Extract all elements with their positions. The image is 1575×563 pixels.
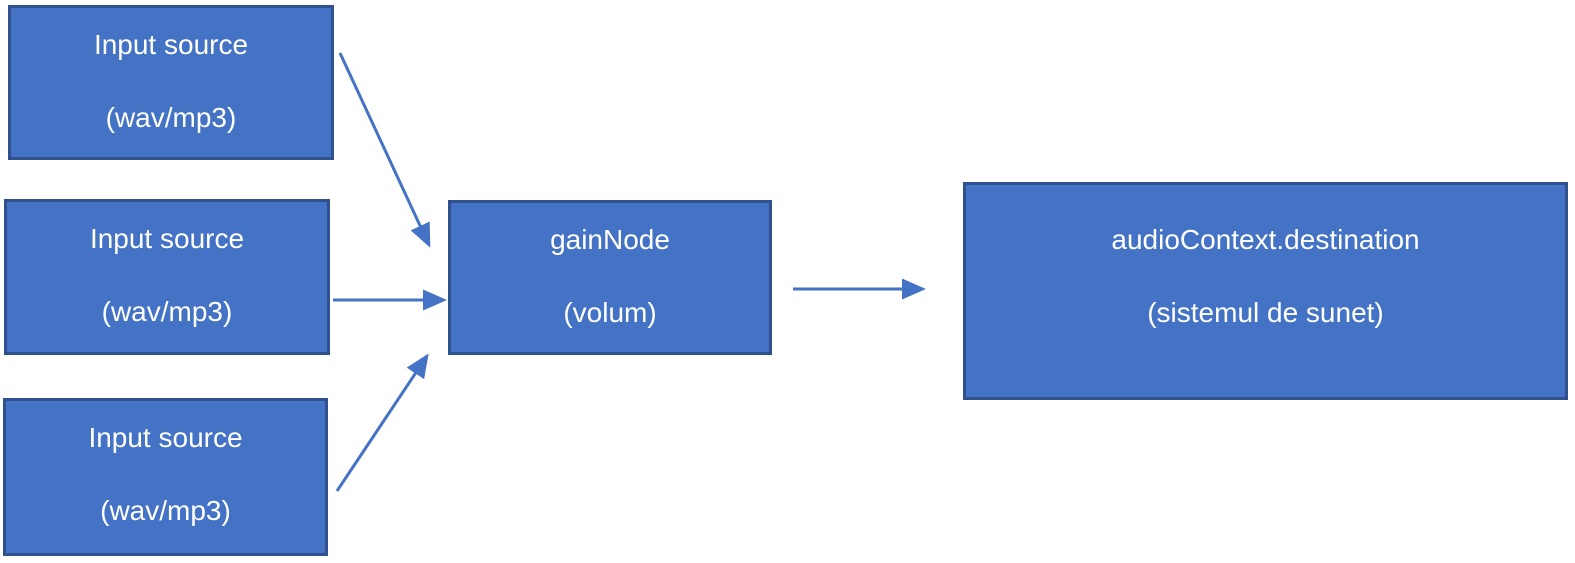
node-input-source-1[interactable]: Input source (wav/mp3) xyxy=(8,5,334,160)
node-label: Input source xyxy=(89,223,245,254)
node-label: Input source xyxy=(93,29,249,60)
node-sublabel: (sistemul de sunet) xyxy=(1147,297,1384,328)
arrow-input1-to-gain xyxy=(338,52,431,248)
node-sublabel: (volum) xyxy=(563,297,657,328)
node-input-source-3[interactable]: Input source (wav/mp3) xyxy=(3,398,328,556)
node-sublabel: (wav/mp3) xyxy=(105,102,237,133)
arrow-input3-to-gain xyxy=(335,353,429,492)
node-label: gainNode xyxy=(550,224,670,255)
node-sublabel: (wav/mp3) xyxy=(101,296,233,327)
node-input-source-2[interactable]: Input source (wav/mp3) xyxy=(4,199,330,355)
node-sublabel: (wav/mp3) xyxy=(100,495,231,526)
node-label: audioContext.destination xyxy=(1111,224,1420,255)
node-gain[interactable]: gainNode (volum) xyxy=(448,200,772,355)
node-label: Input source xyxy=(88,422,243,453)
node-audiocontext-destination[interactable]: audioContext.destination (sistemul de su… xyxy=(963,182,1568,400)
